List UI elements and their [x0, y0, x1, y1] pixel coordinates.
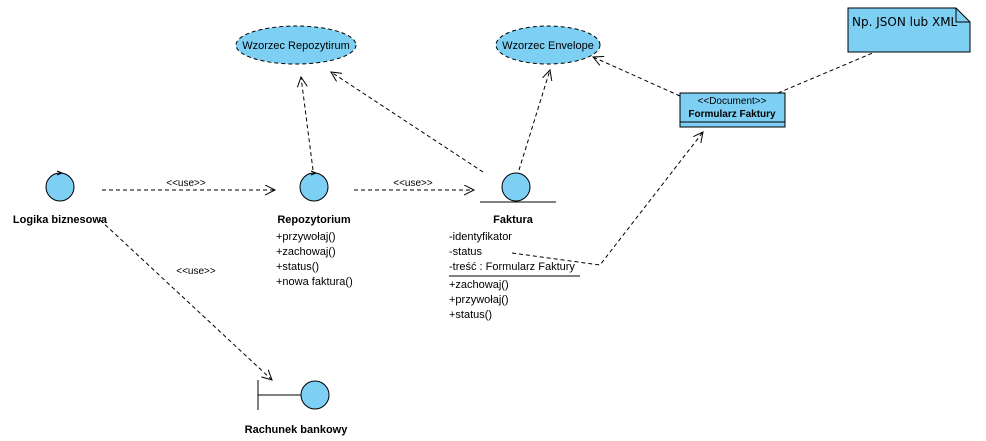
pattern-repository-label: Wzorzec Repozytirum: [242, 40, 350, 52]
pattern-envelope-label: Wzorzec Envelope: [502, 40, 594, 52]
relation-repository-to-pattern[interactable]: [301, 77, 314, 171]
document-name: Formularz Faktury: [688, 109, 776, 120]
relation-use-label: <<use>>: [393, 178, 433, 189]
note[interactable]: Np. JSON lub XML: [847, 7, 971, 53]
note-anchor-line[interactable]: [777, 51, 876, 94]
control-business-logic[interactable]: Logika biznesowa: [13, 170, 108, 226]
invoice-operation: +przywołaj(): [449, 294, 509, 306]
control-repository[interactable]: Repozytorium +przywołaj() +zachowaj() +s…: [276, 170, 353, 288]
relation-use-label: <<use>>: [166, 178, 206, 189]
entity-invoice-label: Faktura: [493, 214, 534, 226]
repo-operation: +zachowaj(): [276, 246, 336, 258]
boundary-bank-label: Rachunek bankowy: [245, 424, 349, 436]
control-repository-label: Repozytorium: [277, 214, 351, 226]
control-arrowhead-icon: [310, 170, 318, 176]
pattern-repository[interactable]: Wzorzec Repozytirum: [235, 25, 357, 65]
repo-operation: +status(): [276, 261, 319, 273]
pattern-envelope[interactable]: Wzorzec Envelope: [495, 25, 601, 65]
relation-invoice-content-to-document[interactable]: [511, 132, 703, 266]
invoice-attribute: -identyfikator: [449, 231, 512, 243]
invoice-attribute: -status: [449, 246, 483, 258]
repo-operation: +przywołaj(): [276, 231, 336, 243]
control-arrowhead-icon: [56, 170, 64, 176]
relation-invoice-to-envelope-pattern[interactable]: [518, 70, 550, 171]
invoice-operation: +status(): [449, 309, 492, 321]
relation-business-to-bank[interactable]: <<use>>: [99, 219, 272, 380]
invoice-operation: +zachowaj(): [449, 279, 509, 291]
note-text: Np. JSON lub XML: [852, 15, 958, 29]
relation-document-to-envelope-pattern[interactable]: [593, 57, 681, 97]
relation-use-label: <<use>>: [176, 266, 216, 277]
document-class[interactable]: <<Document>> Formularz Faktury: [679, 92, 786, 128]
boundary-bank-account[interactable]: Rachunek bankowy: [245, 380, 349, 436]
invoice-attribute: -treść : Formularz Faktury: [449, 261, 575, 273]
entity-invoice[interactable]: Faktura -identyfikator -status -treść : …: [449, 172, 580, 321]
repo-operation: +nowa faktura(): [276, 276, 353, 288]
document-stereotype: <<Document>>: [698, 96, 767, 107]
relation-invoice-to-repository-pattern[interactable]: [331, 72, 484, 173]
relation-repository-to-invoice[interactable]: <<use>>: [354, 178, 474, 190]
relation-business-to-repository[interactable]: <<use>>: [102, 178, 275, 190]
control-business-label: Logika biznesowa: [13, 214, 108, 226]
